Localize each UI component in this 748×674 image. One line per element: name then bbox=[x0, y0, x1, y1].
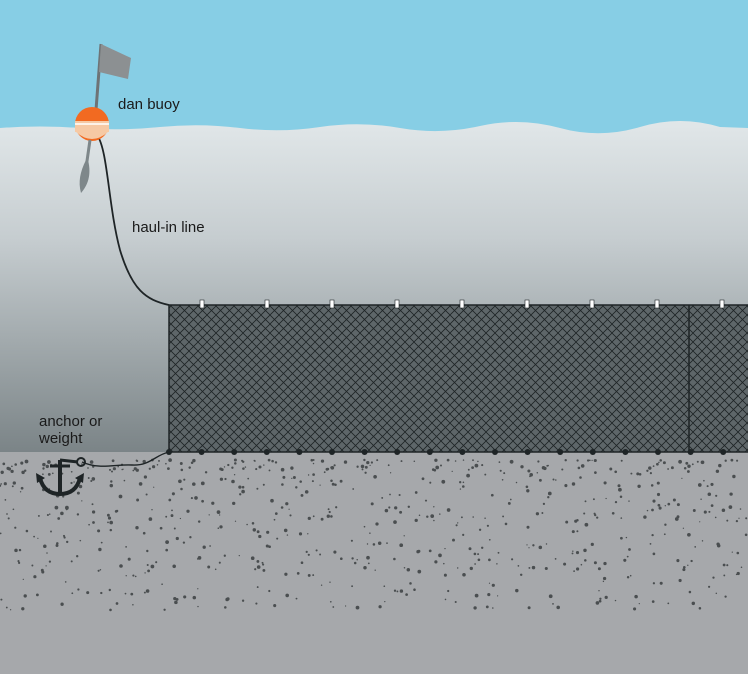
sinker bbox=[296, 449, 303, 455]
sinker bbox=[198, 449, 205, 455]
sinker bbox=[589, 449, 596, 455]
sinker bbox=[361, 449, 368, 455]
anchor-icon bbox=[36, 457, 86, 497]
seabed bbox=[0, 452, 748, 674]
dan-buoy-label: dan buoy bbox=[118, 96, 180, 113]
sinker bbox=[426, 449, 433, 455]
float bbox=[589, 299, 595, 309]
haul-in-line-label: haul-in line bbox=[132, 219, 205, 236]
sinker bbox=[231, 449, 238, 455]
sinker bbox=[263, 449, 270, 455]
haul-in-line bbox=[96, 134, 170, 306]
anchor-line bbox=[81, 451, 170, 467]
float bbox=[654, 299, 660, 309]
dan-buoy-icon bbox=[75, 43, 131, 193]
sinker bbox=[655, 449, 661, 455]
sinker bbox=[622, 449, 629, 455]
sinker bbox=[394, 449, 401, 455]
sinker bbox=[557, 449, 564, 455]
net-sinkers bbox=[166, 449, 727, 455]
seabed-pebbles bbox=[0, 458, 748, 612]
float bbox=[394, 299, 400, 309]
sinker bbox=[492, 449, 498, 455]
float bbox=[199, 299, 205, 309]
net-floats bbox=[199, 299, 725, 309]
float bbox=[524, 299, 530, 309]
anchor-label: anchor or weight bbox=[39, 413, 103, 447]
sinker bbox=[687, 449, 694, 455]
float bbox=[329, 299, 335, 309]
sinker bbox=[459, 449, 466, 455]
sinker bbox=[329, 449, 335, 455]
float bbox=[264, 299, 270, 309]
sinker bbox=[720, 449, 727, 455]
net-mesh bbox=[169, 305, 748, 452]
float bbox=[719, 299, 725, 309]
float bbox=[459, 299, 465, 309]
sinker bbox=[524, 449, 531, 455]
